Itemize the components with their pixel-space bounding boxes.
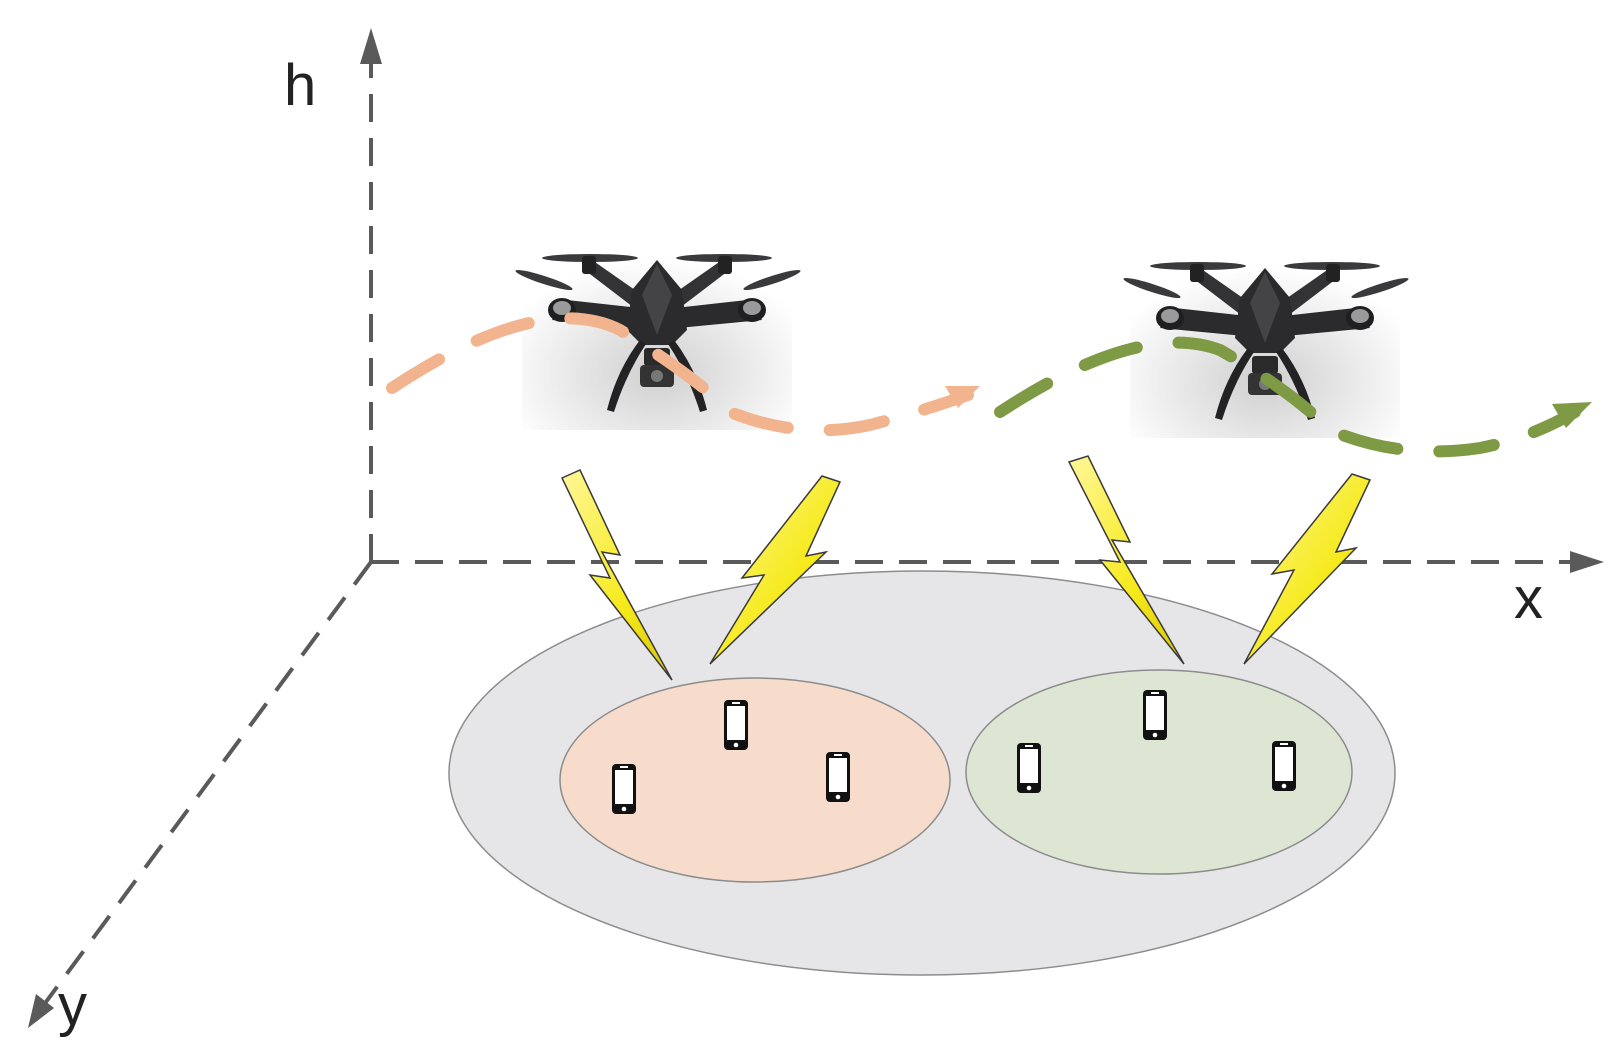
h-axis-label: h (284, 53, 316, 118)
lightning-bolt-icon (709, 475, 842, 665)
smartphone-icon (612, 764, 636, 814)
trajectory-right (994, 336, 1581, 458)
user-cluster-right (965, 669, 1353, 875)
smartphone-icon (1017, 743, 1041, 793)
quadcopter-drone-icon (1122, 248, 1410, 438)
axes (38, 62, 1572, 1012)
smartphone-icon (1143, 690, 1167, 740)
user-cluster-left (559, 677, 951, 883)
y-axis (38, 560, 373, 1012)
lightning-bolt-icon (1067, 455, 1185, 665)
lightning-bolt-icon (1243, 473, 1372, 665)
x-axis-arrow (1570, 551, 1604, 573)
lightning-bolt-icon (560, 469, 673, 681)
x-axis-label: x (1514, 566, 1543, 631)
y-axis-arrow (28, 994, 54, 1028)
smartphone-icon (724, 700, 748, 750)
trajectory-left (386, 312, 974, 437)
quadcopter-drone-icon (514, 240, 802, 430)
y-axis-label: y (58, 973, 87, 1038)
smartphone-icon (826, 752, 850, 802)
trajectory-left-arrow (945, 386, 980, 408)
trajectory-right-arrow (1552, 402, 1592, 428)
smartphone-icon (1272, 741, 1296, 791)
h-axis-arrow (360, 28, 382, 64)
